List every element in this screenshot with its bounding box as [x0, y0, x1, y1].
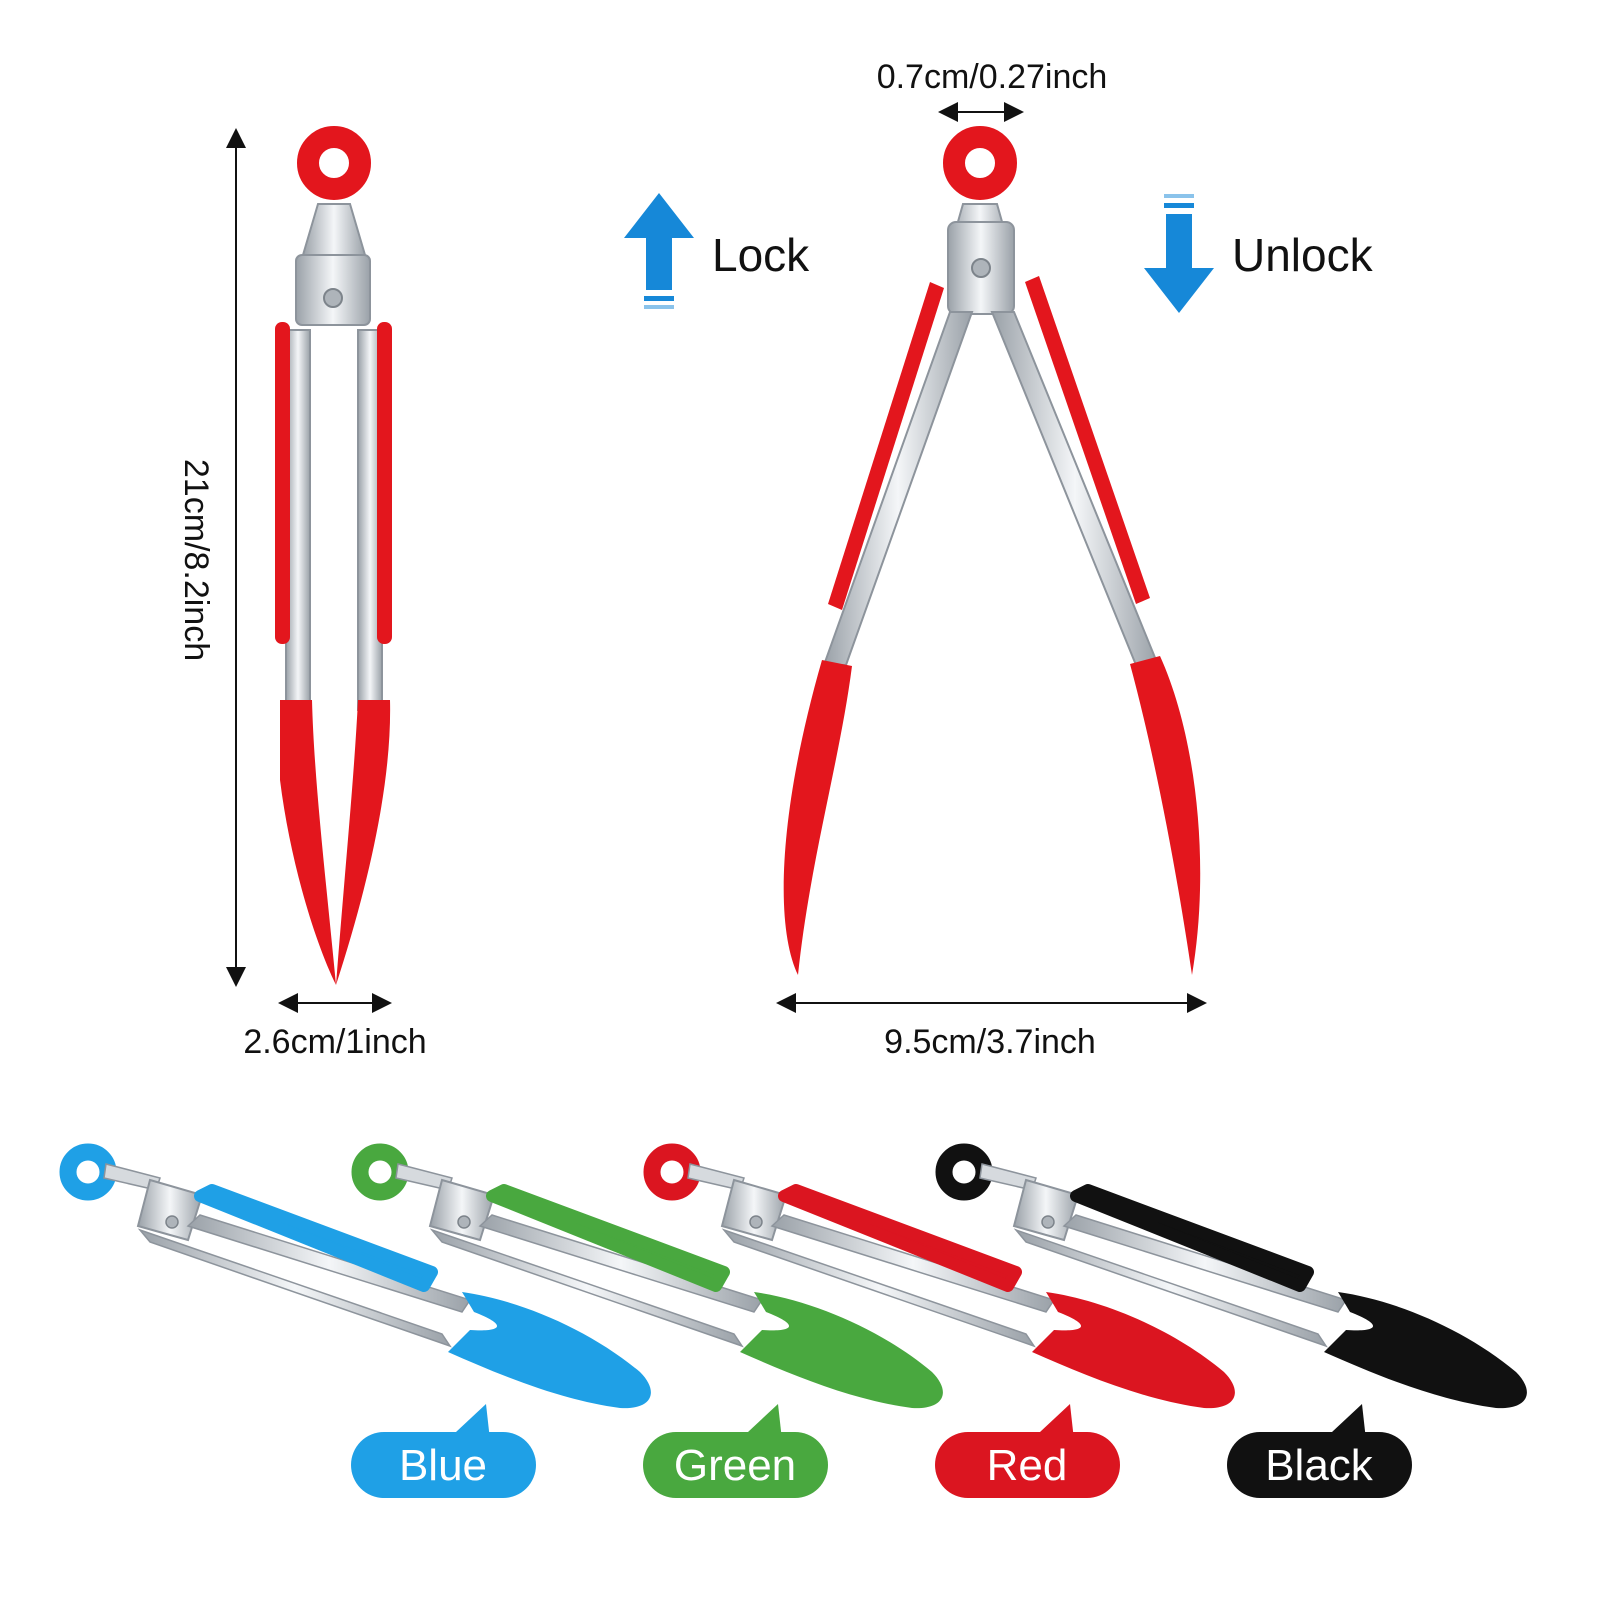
variant-callout-pointer: [1332, 1404, 1366, 1440]
closed-tong-right-head: [336, 700, 391, 985]
unlock-indicator: Unlock: [1144, 194, 1374, 313]
variant-head: [1032, 1292, 1235, 1409]
variant-callout-pill: [351, 1432, 536, 1498]
variant-grip: [778, 1184, 1022, 1292]
open-tong-left-head: [783, 660, 852, 975]
variant-bottom-arm: [721, 1228, 1036, 1348]
variant-callout-pointer: [1040, 1404, 1074, 1440]
open-tong-illustration: [783, 126, 1201, 975]
variant-callout-pointer: [748, 1404, 782, 1440]
closed-tong-ring: [297, 126, 371, 200]
open-tong-ring: [943, 126, 1017, 200]
closed-tong-right-grip: [377, 322, 392, 644]
open-width-label: 9.5cm/3.7inch: [884, 1023, 1096, 1061]
variant-callout-pill: [1227, 1432, 1412, 1498]
closed-width-label: 2.6cm/1inch: [243, 1023, 426, 1061]
variant-collar: [136, 1178, 204, 1242]
open-tong-left-grip: [828, 282, 944, 610]
variant-blue: Blue: [59, 1143, 651, 1498]
variant-ring: [351, 1143, 409, 1201]
variant-ring: [643, 1143, 701, 1201]
variant-label: Green: [674, 1441, 796, 1490]
closed-tong-left-head: [280, 700, 336, 985]
height-label: 21cm/8.2inch: [177, 459, 215, 661]
closed-tong-hinge: [301, 203, 367, 256]
variant-rivet: [457, 1215, 471, 1229]
variant-green: Green: [351, 1143, 943, 1498]
variant-ring: [935, 1143, 993, 1201]
open-tong-right-head: [1130, 656, 1201, 975]
variant-red: Red: [643, 1143, 1235, 1498]
open-tong-right-arm: [990, 311, 1160, 666]
ring-width-label: 0.7cm/0.27inch: [877, 58, 1108, 96]
arrow-up-icon: [624, 193, 694, 290]
variant-label: Blue: [399, 1441, 487, 1490]
lock-indicator: Lock: [624, 193, 810, 309]
variant-head: [448, 1292, 651, 1409]
variant-black: Black: [935, 1143, 1527, 1498]
variant-rivet: [165, 1215, 179, 1229]
variant-collar: [1012, 1178, 1080, 1242]
color-variants: Blue Green Red Black: [59, 1143, 1527, 1498]
variant-callout-pill: [643, 1432, 828, 1498]
lock-label: Lock: [712, 229, 810, 281]
variant-label: Red: [987, 1441, 1068, 1490]
variant-collar: [428, 1178, 496, 1242]
closed-tong-illustration: [275, 126, 392, 985]
variant-grip: [194, 1184, 438, 1292]
variant-callout-pill: [935, 1432, 1120, 1498]
variant-rivet: [749, 1215, 763, 1229]
variant-bottom-arm: [429, 1228, 744, 1348]
variant-head: [1324, 1292, 1527, 1409]
variant-head: [740, 1292, 943, 1409]
open-tong-right-grip: [1025, 276, 1150, 604]
variant-grip: [486, 1184, 730, 1292]
closed-tong-left-grip: [275, 322, 290, 644]
open-tong-left-arm: [822, 311, 974, 666]
variant-bottom-arm: [1013, 1228, 1328, 1348]
variant-label: Black: [1265, 1441, 1374, 1490]
variant-ring: [59, 1143, 117, 1201]
arrow-down-icon: [1144, 214, 1214, 313]
variant-callout-pointer: [456, 1404, 490, 1440]
variant-collar: [720, 1178, 788, 1242]
variant-bottom-arm: [137, 1228, 452, 1348]
variant-rivet: [1041, 1215, 1055, 1229]
unlock-label: Unlock: [1232, 229, 1374, 281]
variant-grip: [1070, 1184, 1314, 1292]
